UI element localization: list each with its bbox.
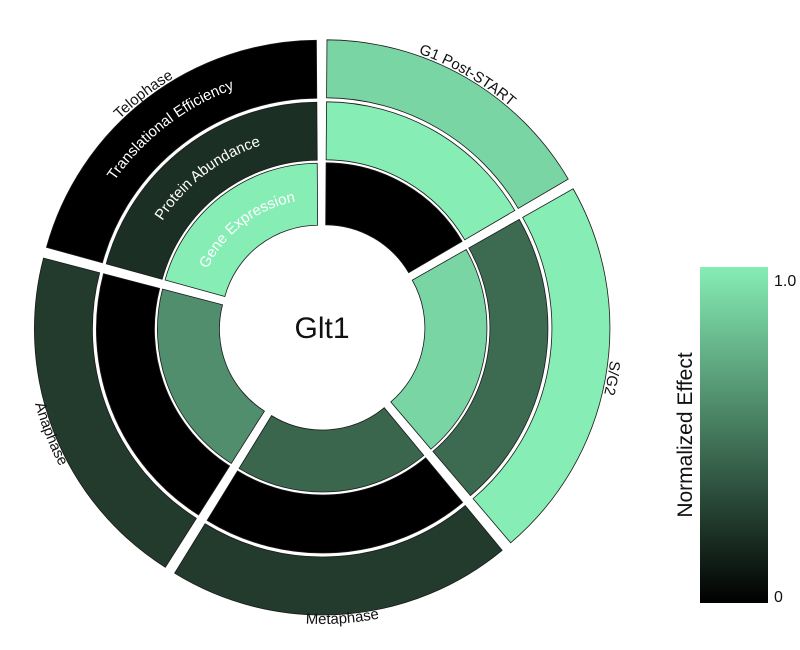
sector-g1-post-start-protein-abundance xyxy=(325,101,516,241)
sector-s-g2-protein-abundance xyxy=(432,218,549,497)
sector-telophase-gene-expression xyxy=(164,162,319,297)
colorbar-max-label: 1.0 xyxy=(774,273,796,290)
sector-s-g2-translational-efficiency xyxy=(472,188,611,544)
sector-metaphase-gene-expression xyxy=(238,407,425,493)
sectors-group xyxy=(34,39,611,616)
sector-telophase-protein-abundance xyxy=(105,101,318,280)
colorbar-gradient xyxy=(700,267,768,603)
sector-telophase-translational-efficiency xyxy=(45,39,318,264)
sector-g1-post-start-translational-efficiency xyxy=(326,39,569,209)
sector-g1-post-start-gene-expression xyxy=(325,162,463,274)
center-gene-label: Glt1 xyxy=(294,312,349,345)
sector-metaphase-translational-efficiency xyxy=(174,505,503,616)
sector-anaphase-translational-efficiency xyxy=(34,257,197,568)
phase-label-metaphase: Metaphase xyxy=(305,606,380,628)
colorbar: 1.0 0 Normalized Effect xyxy=(674,267,796,606)
sector-anaphase-gene-expression xyxy=(157,288,265,464)
sector-metaphase-protein-abundance xyxy=(206,457,464,554)
colorbar-title: Normalized Effect xyxy=(674,352,697,518)
phase-label-s-g2: S/G2 xyxy=(600,360,623,397)
colorbar-min-label: 0 xyxy=(774,589,783,606)
sector-s-g2-gene-expression xyxy=(390,248,488,450)
sector-anaphase-protein-abundance xyxy=(96,273,231,516)
